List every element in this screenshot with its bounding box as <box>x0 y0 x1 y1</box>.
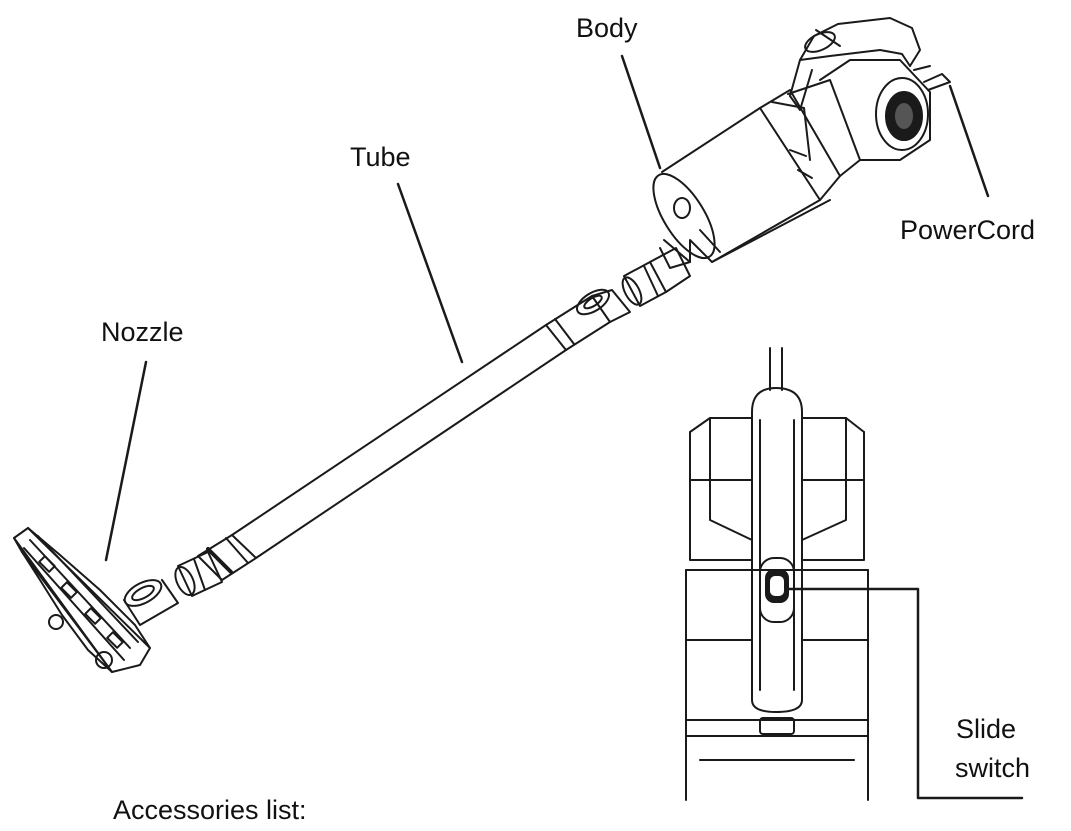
leader-slide-switch <box>784 587 1024 800</box>
leader-tube <box>396 182 464 364</box>
inset-top-view <box>685 347 869 801</box>
slide-switch-label-line2: switch <box>955 753 1031 783</box>
slide-switch-label-line1: Slide <box>956 714 1017 744</box>
leader-power-cord <box>948 84 990 198</box>
tube-label: Tube <box>350 142 411 172</box>
body-label: Body <box>576 13 638 43</box>
leader-nozzle <box>104 360 148 562</box>
body-connector <box>621 247 691 307</box>
body <box>652 17 951 269</box>
accessories-list-heading: Accessories list: <box>113 795 307 825</box>
tube-connector <box>174 551 223 597</box>
tube <box>197 288 631 581</box>
power-cord-label: PowerCord <box>900 215 1036 245</box>
leader-body <box>620 54 662 170</box>
leader-lines <box>104 54 1024 800</box>
nozzle-label: Nozzle <box>101 317 184 347</box>
nozzle <box>13 527 179 673</box>
